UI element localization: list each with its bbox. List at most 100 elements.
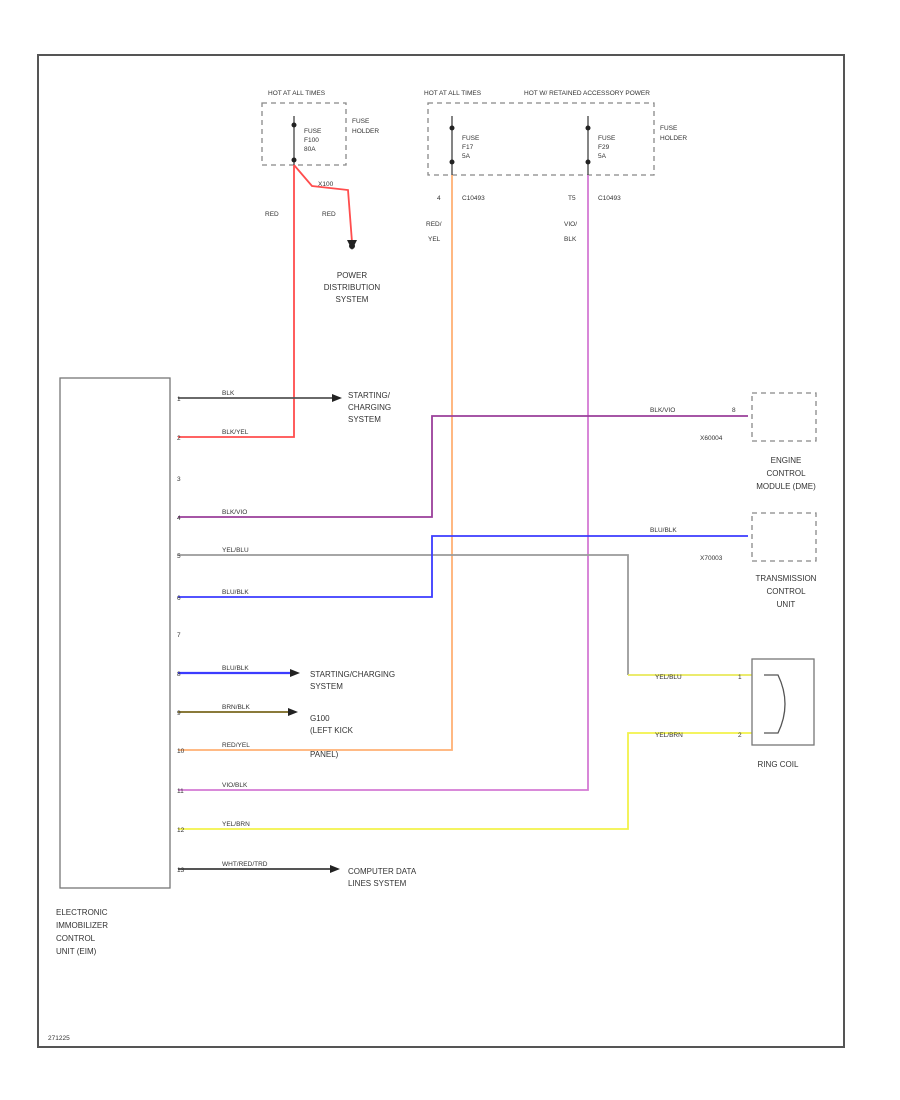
tcu-box	[751, 512, 817, 562]
ground-label-3: PANEL)	[310, 750, 339, 759]
ecu-pin-number: 8	[177, 671, 181, 678]
ecm-wire-label: BLK/VIO	[650, 407, 675, 414]
right-fuse-text-1: FUSE	[598, 135, 616, 142]
ecu-label-3: CONTROL	[56, 934, 96, 943]
ecm-label-2: CONTROL	[766, 469, 806, 478]
ecu-pin-number: 7	[177, 632, 181, 639]
ecu-pin-number: 13	[177, 867, 185, 874]
left-fuse-text-1: FUSE	[304, 128, 322, 135]
tcu-wire-label: BLU/BLK	[650, 527, 677, 534]
right-fuse-text-2: F29	[598, 144, 610, 151]
computer-label-2: LINES SYSTEM	[348, 879, 407, 888]
ring-coil-box	[751, 658, 815, 746]
right-fuse-terminal-top	[585, 125, 591, 131]
mid-hot-label: HOT AT ALL TIMES	[424, 90, 482, 97]
tcu-wire	[178, 535, 748, 598]
ecu-pin-wire-label: BLK/VIO	[222, 509, 247, 516]
power-distribution-dot	[349, 243, 355, 249]
right-wire-label-2: BLK	[564, 236, 577, 243]
starting-top-label-3: SYSTEM	[348, 415, 381, 424]
left-fuse-terminal-top	[291, 122, 297, 128]
ground-arrow	[288, 708, 298, 716]
orange-wire	[178, 175, 453, 751]
ecu-pin-wire-label: VIO/BLK	[222, 782, 248, 789]
mid-pin-label: 4	[437, 195, 441, 202]
starting-top-label-1: STARTING/	[348, 391, 391, 400]
power-distribution-label-2: DISTRIBUTION	[324, 283, 381, 292]
ecu-pin-number: 6	[177, 595, 181, 602]
right-hot-label: HOT W/ RETAINED ACCESSORY POWER	[524, 90, 650, 97]
right-pin-label: T5	[568, 195, 576, 202]
mid-fuse-terminal-top	[449, 125, 455, 131]
tcu-label-2: CONTROL	[766, 587, 806, 596]
starting-top-label-2: CHARGING	[348, 403, 391, 412]
left-red-label-1: RED	[265, 211, 279, 218]
ecu-pin-wire-label: YEL/BLU	[222, 547, 249, 554]
ecu-pin-number: 4	[177, 515, 181, 522]
left-fuse-terminal-bottom	[291, 157, 297, 163]
right-wire-label-1: VIO/	[564, 221, 577, 228]
right-conn-label: C10493	[598, 195, 621, 202]
ecu-box	[59, 377, 171, 889]
ring-coil-top-wire-label: YEL/BLU	[655, 674, 682, 681]
mid-wire-label-1: RED/	[426, 221, 442, 228]
ring-coil-top-wire	[178, 554, 629, 675]
ecu-pin-number: 1	[177, 396, 181, 403]
ecu-pin-wire-label: BLK	[222, 390, 235, 397]
right-fuse-terminal-bottom	[585, 159, 591, 165]
mid-fuse-text-2: F17	[462, 144, 474, 151]
ecu-pin-wire-label: BLK/YEL	[222, 429, 249, 436]
ring-coil-top-pin-label: 1	[738, 674, 742, 681]
mid-wire-label-2: YEL	[428, 236, 441, 243]
ecu-pin-wire-label: BLU/BLK	[222, 589, 249, 596]
left-branch-label: X100	[318, 181, 334, 188]
ring-coil-label: RING COIL	[758, 760, 799, 769]
ecu-label-4: UNIT (EIM)	[56, 947, 97, 956]
tcu-label-1: TRANSMISSION	[756, 574, 817, 583]
left-hot-label: HOT AT ALL TIMES	[268, 90, 326, 97]
violet-wire	[178, 175, 589, 791]
mid-fuse-text-3: 5A	[462, 153, 471, 160]
ecm-label-1: ENGINE	[771, 456, 802, 465]
ecu-pin-number: 12	[177, 827, 185, 834]
ecu-label-1: ELECTRONIC	[56, 908, 108, 917]
starting-mid-arrow	[290, 669, 300, 677]
ring-coil-bottom-wire	[178, 732, 752, 830]
ring-coil-bottom-wire-label: YEL/BRN	[655, 732, 683, 739]
ecu-pin-number: 10	[177, 748, 185, 755]
left-fuse-holder	[261, 102, 347, 166]
ecu-pin-number: 5	[177, 553, 181, 560]
left-fuse-text-3: 80A	[304, 146, 316, 153]
ecu-pin-group: 1BLK2BLK/YEL34BLK/VIO5YEL/BLU6BLU/BLK78B…	[177, 390, 268, 874]
red-power-wire	[178, 165, 295, 438]
ecm-conn-label: X60004	[700, 435, 723, 442]
ecu-label-2: IMMOBILIZER	[56, 921, 108, 930]
ground-label-1: G100	[310, 714, 330, 723]
ring-coil-symbol	[764, 674, 786, 734]
starting-mid-label-2: SYSTEM	[310, 682, 343, 691]
ecm-label-3: MODULE (DME)	[756, 482, 816, 491]
ecu-pin-wire-label: WHT/RED/TRD	[222, 861, 268, 868]
red-branch-wire	[293, 164, 353, 243]
ecu-pin-wire-label: BLU/BLK	[222, 665, 249, 672]
left-holder-text-1: FUSE	[352, 118, 370, 125]
starting-mid-label-1: STARTING/CHARGING	[310, 670, 395, 679]
tcu-conn-label: X70003	[700, 555, 723, 562]
ecu-pin-number: 11	[177, 788, 184, 795]
right-holder-text-1: FUSE	[660, 125, 678, 132]
ecm-box	[751, 392, 817, 442]
ring-coil-bottom-pin-label: 2	[738, 732, 742, 739]
left-fuse-text-2: F100	[304, 137, 319, 144]
ecm-pin-label: 8	[732, 407, 736, 414]
ecu-pin-number: 9	[177, 710, 181, 717]
mid-conn-label: C10493	[462, 195, 485, 202]
tcu-label-3: UNIT	[777, 600, 796, 609]
right-holder-text-2: HOLDER	[660, 135, 687, 142]
ecu-pin-wire-label: YEL/BRN	[222, 821, 250, 828]
ground-label-2: (LEFT KICK	[310, 726, 354, 735]
power-distribution-label-1: POWER	[337, 271, 367, 280]
ecu-pin-wire-label: BRN/BLK	[222, 704, 250, 711]
starting-top-arrow	[332, 394, 342, 402]
ecu-pin-wire-label: RED/YEL	[222, 742, 250, 749]
